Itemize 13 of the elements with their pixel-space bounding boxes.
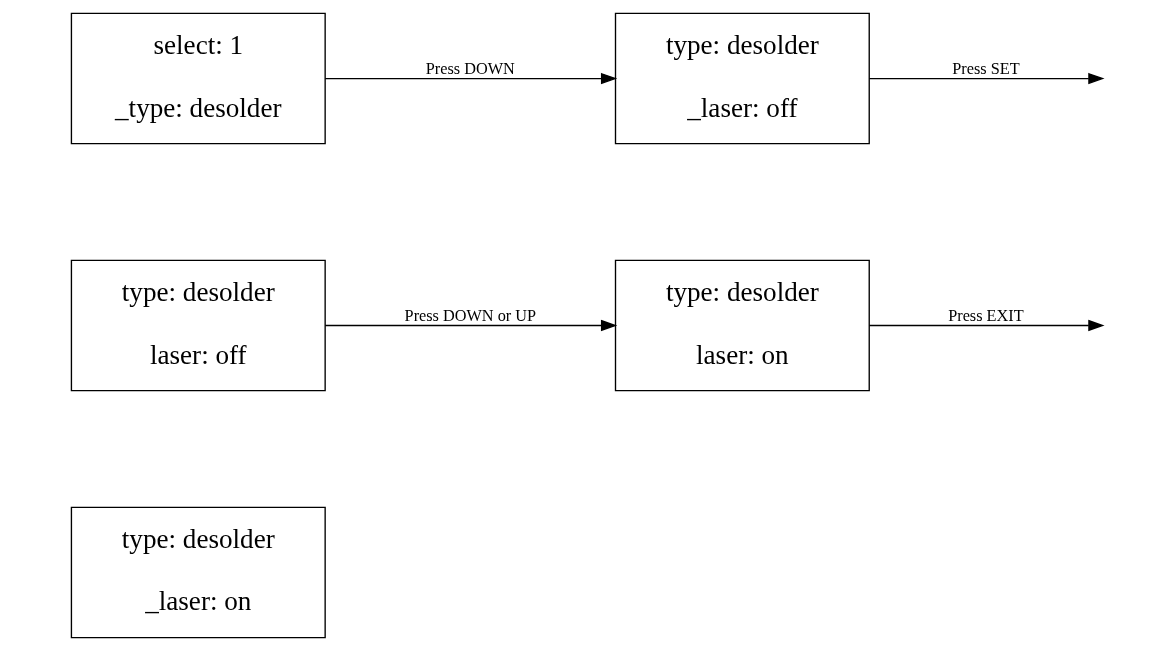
edge-label: Press DOWN or UP xyxy=(404,305,536,325)
node-box: type: desolder laser: off xyxy=(70,259,326,392)
node-box: type: desolder _laser: on xyxy=(70,506,326,639)
edge-label: Press EXIT xyxy=(947,305,1024,325)
arrow xyxy=(324,72,617,85)
edge-label: Press DOWN xyxy=(425,58,515,78)
edge-label: Press SET xyxy=(951,58,1020,78)
arrow xyxy=(868,72,1105,85)
node-box: select: 1 _type: desolder xyxy=(70,12,326,145)
arrow xyxy=(324,319,617,332)
node-box: type: desolder laser: on xyxy=(614,259,870,392)
node-box: type: desolder _laser: off xyxy=(614,12,870,145)
arrow xyxy=(868,319,1105,332)
